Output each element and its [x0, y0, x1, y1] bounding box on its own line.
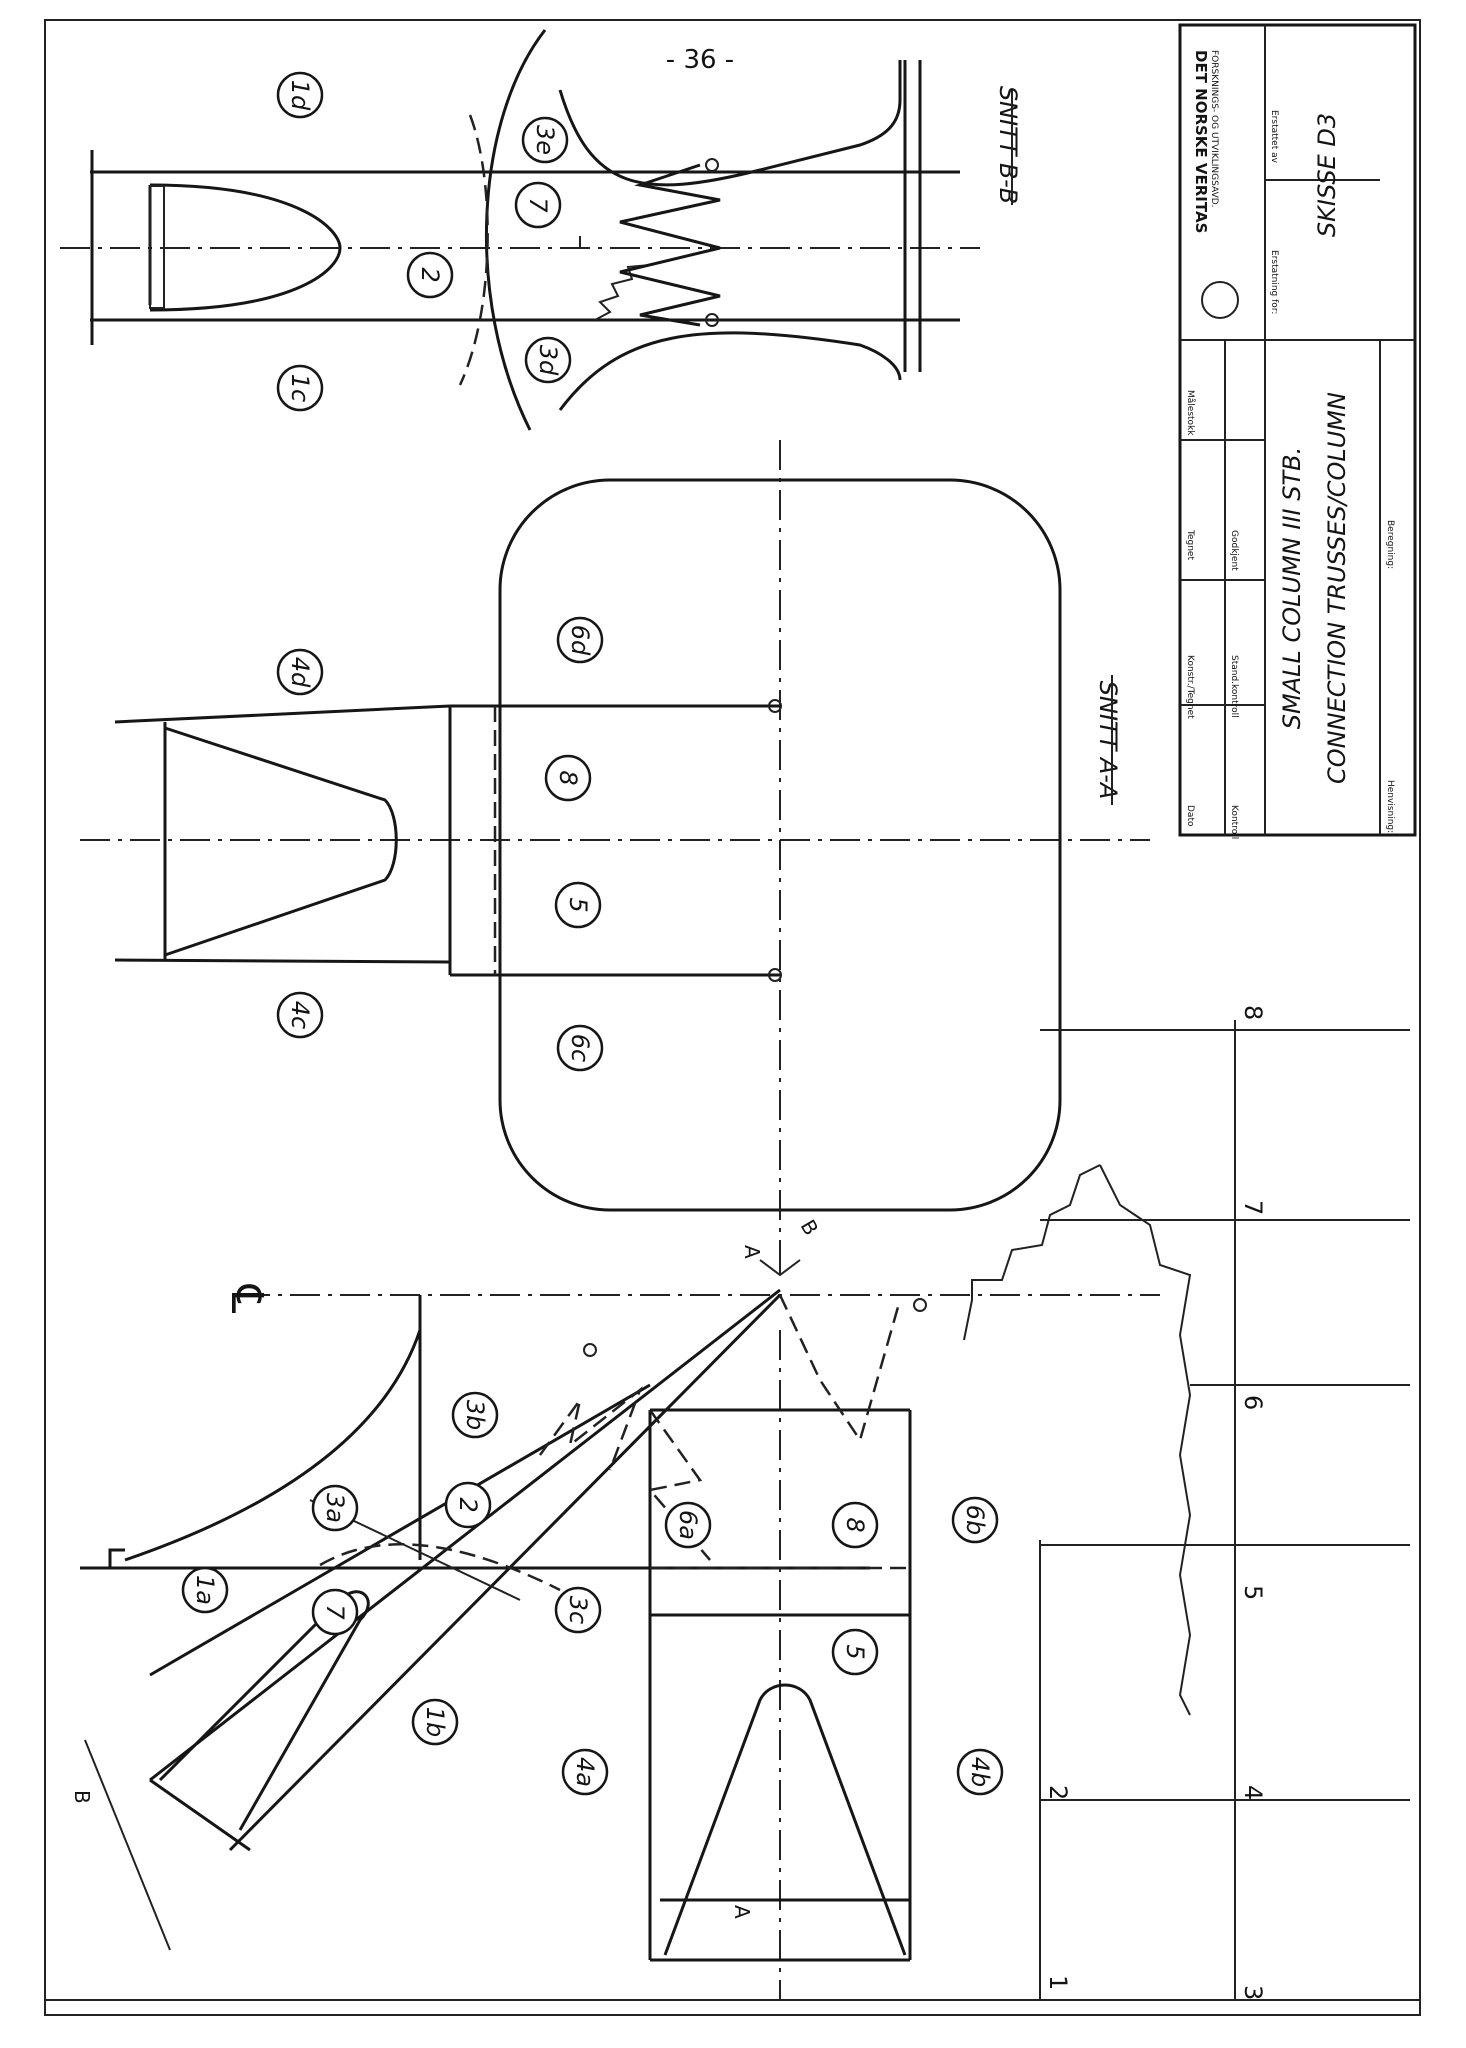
svg-text:1d: 1d — [286, 80, 314, 111]
grid-number-1: 1 — [1044, 1975, 1072, 1990]
svg-text:3e: 3e — [531, 125, 559, 155]
grid-number-2: 2 — [1044, 1785, 1072, 1800]
part-label-1b: 1b — [411, 1698, 459, 1746]
plan-view: A B A B ℄ — [70, 1164, 1192, 2000]
tb-erstatning-for: Erstatning for: — [1269, 250, 1279, 314]
part-label-8-bottom: 8 — [831, 1501, 879, 1549]
part-label-3e: 3e — [521, 116, 569, 164]
part-label-3b: 3b — [451, 1391, 499, 1439]
tb-kontroll: Kontroll — [1229, 805, 1239, 839]
part-label-4a: 4a — [561, 1748, 609, 1796]
section-bb-title: SNITT B-B — [994, 86, 1022, 204]
svg-text:3d: 3d — [534, 345, 562, 376]
svg-text:4c: 4c — [286, 1001, 314, 1029]
part-label-1a: 1a — [181, 1566, 229, 1614]
svg-text:6a: 6a — [674, 1510, 702, 1540]
page-number: - 36 - — [666, 45, 734, 75]
svg-text:4b: 4b — [966, 1757, 994, 1788]
tb-henvisning: Henvisning: — [1385, 780, 1395, 833]
part-label-2-top: 2 — [406, 251, 454, 299]
svg-text:3a: 3a — [321, 1493, 349, 1523]
section-marker-b-bottom: B — [70, 1790, 94, 1804]
tb-beregning: Beregning: — [1385, 520, 1395, 569]
tb-stand-kontroll: Stand.kontroll — [1229, 655, 1239, 718]
tb-godkjent: Godkjent — [1229, 530, 1239, 571]
part-label-3d: 3d — [524, 336, 572, 384]
title-block: DET NORSKE VERITAS FORSKNINGS- OG UTVIKL… — [1178, 23, 1417, 839]
section-aa-view: SNITT A-A — [80, 440, 1150, 1250]
grid-number-7: 7 — [1239, 1200, 1267, 1215]
part-label-6d: 6d — [556, 616, 604, 664]
part-label-5-mid: 5 — [554, 881, 602, 929]
drawing-title-line1: SMALL COLUMN III STB. — [1278, 447, 1306, 729]
svg-text:8: 8 — [554, 770, 582, 785]
svg-text:5: 5 — [564, 897, 592, 912]
svg-text:6c: 6c — [566, 1034, 594, 1062]
tb-maalestokk: Målestokk — [1185, 390, 1196, 436]
svg-text:7: 7 — [321, 1604, 349, 1620]
section-marker-a-bottom: A — [730, 1905, 754, 1919]
tb-dato: Dato — [1185, 805, 1195, 827]
grid-number-5: 5 — [1239, 1585, 1267, 1600]
part-label-1d: 1d — [276, 71, 324, 119]
svg-text:2: 2 — [454, 1497, 482, 1512]
svg-text:4a: 4a — [571, 1757, 599, 1787]
part-label-4d: 4d — [276, 648, 324, 696]
sketch-id: SKISSE D3 — [1313, 113, 1341, 237]
svg-text:1b: 1b — [421, 1707, 449, 1738]
part-label-3a: 3a — [311, 1484, 359, 1532]
svg-text:1c: 1c — [286, 374, 314, 402]
section-marker-a-top: A — [740, 1245, 764, 1259]
part-label-7-top: 7 — [514, 181, 562, 229]
part-label-4c: 4c — [276, 991, 324, 1039]
svg-text:4d: 4d — [286, 657, 314, 688]
part-label-4b: 4b — [956, 1748, 1004, 1796]
centerline-symbol: ℄ — [221, 1284, 272, 1314]
section-aa-title: SNITT A-A — [1094, 681, 1122, 800]
grid-number-8: 8 — [1239, 1005, 1267, 1020]
company-department: FORSKNINGS- OG UTVIKLINGSAVD. — [1209, 50, 1219, 208]
part-label-2-bottom: 2 — [444, 1481, 492, 1529]
part-label-5-bottom: 5 — [831, 1628, 879, 1676]
tb-konstr-tegnet: Konstr./Tegnet — [1185, 655, 1195, 719]
svg-text:5: 5 — [841, 1644, 869, 1659]
grid-number-4: 4 — [1239, 1785, 1267, 1800]
company-logo — [1201, 281, 1239, 319]
svg-text:6d: 6d — [566, 625, 594, 656]
company-name: DET NORSKE VERITAS — [1192, 50, 1210, 233]
part-label-7-bottom: 7 — [311, 1588, 359, 1636]
svg-text:2: 2 — [416, 267, 444, 282]
grid-number-3: 3 — [1239, 1985, 1267, 2000]
drawing-title-line2: CONNECTION TRUSSES/COLUMN — [1323, 392, 1351, 784]
tb-tegnet: Tegnet — [1185, 529, 1195, 560]
svg-text:7: 7 — [524, 197, 552, 213]
tb-erstattet-av: Erstattet av — [1269, 110, 1279, 164]
svg-text:3b: 3b — [461, 1400, 489, 1431]
section-marker-b-top: B — [796, 1216, 824, 1240]
part-label-6a: 6a — [664, 1501, 712, 1549]
section-bb-view: SNITT B-B — [60, 29, 1022, 431]
svg-text:6b: 6b — [961, 1505, 989, 1536]
svg-text:1a: 1a — [191, 1575, 219, 1605]
grid-number-6: 6 — [1239, 1395, 1267, 1410]
grid-reference-strip: 1 2 3 4 5 6 7 8 — [1039, 1005, 1410, 2000]
part-label-3c: 3c — [554, 1586, 602, 1634]
part-label-6b: 6b — [951, 1496, 999, 1544]
svg-text:8: 8 — [841, 1517, 869, 1532]
part-label-6c: 6c — [556, 1024, 604, 1072]
part-label-8-mid: 8 — [544, 754, 592, 802]
svg-text:3c: 3c — [564, 1596, 592, 1624]
drawing-frame — [44, 19, 1421, 2016]
part-label-1c: 1c — [276, 364, 324, 412]
